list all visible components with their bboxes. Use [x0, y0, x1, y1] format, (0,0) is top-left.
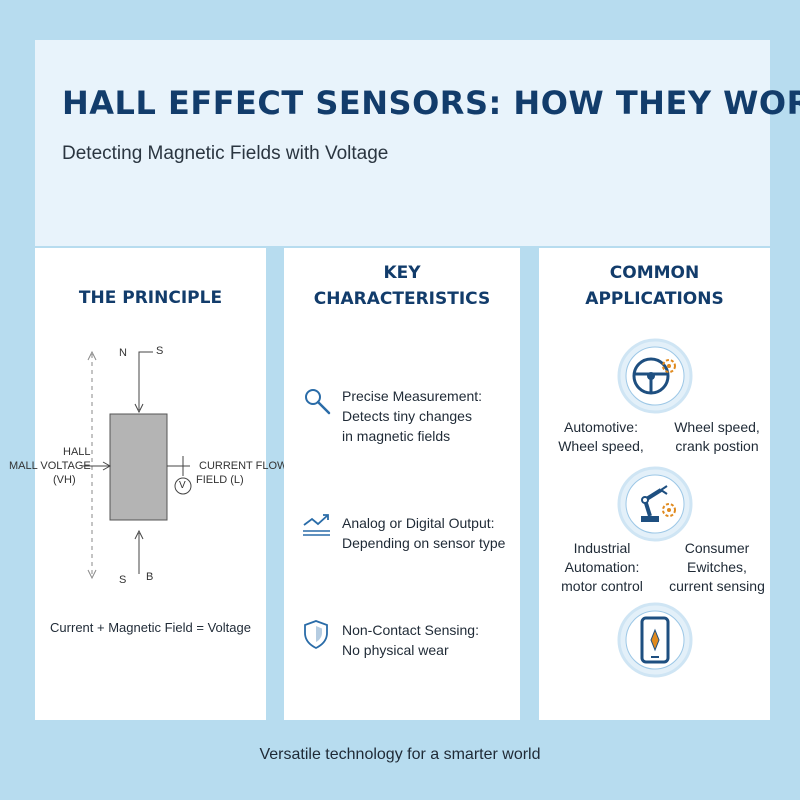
current-flow-label: CURRENT FLOW: [199, 460, 288, 472]
footer-tagline: Versatile technology for a smarter world: [259, 746, 541, 763]
consumer-text: Consumer Ewitches, current sensing: [665, 539, 769, 596]
pole-s-bottom-label: S: [119, 574, 127, 586]
field-b-label: B: [146, 571, 154, 583]
steering-wheel-icon: [617, 338, 693, 414]
feature-precise-line3: in magnetic fields: [342, 428, 451, 444]
vh-label: (VH): [53, 474, 76, 486]
feature-noncontact-line1: Non-Contact Sensing:: [342, 622, 479, 638]
wheel-speed-text: Wheel speed, crank postion: [665, 418, 769, 456]
applications-title-line1: COMMON: [609, 263, 700, 283]
top-field-arrow: [138, 351, 153, 410]
characteristics-title-line1: KEY: [383, 263, 421, 283]
industrial-line3: motor control: [561, 578, 643, 594]
consumer-line3: current sensing: [669, 578, 765, 594]
applications-panel: COMMON APPLICATIONS Automotive: Wheel sp…: [539, 248, 770, 720]
field-arrow-up: [87, 350, 97, 361]
wheel-speed-line1: Wheel speed,: [674, 419, 760, 435]
hall-voltage-arrowhead: [102, 461, 112, 471]
principle-title: THE PRINCIPLE: [78, 288, 223, 308]
characteristics-title-line2: CHARACTERISTICS: [313, 289, 491, 309]
pole-n-label: N: [119, 347, 127, 359]
magnifier-icon: [305, 389, 331, 415]
voltmeter-icon: [174, 477, 192, 495]
pole-s-top-label: S: [156, 345, 164, 357]
hall-label: HALL: [63, 446, 91, 458]
hall-plate: [109, 413, 168, 521]
bottom-field-arrowhead: [134, 529, 144, 540]
wheel-speed-line2: crank postion: [675, 438, 759, 454]
voltmeter-label: V: [179, 480, 186, 491]
consumer-line2: Ewitches,: [687, 559, 747, 575]
smartphone-compass-icon: [617, 602, 693, 678]
robot-arm-icon: [617, 466, 693, 542]
feature-noncontact-line2: No physical wear: [342, 642, 449, 658]
shield-icon: [304, 620, 328, 650]
consumer-line1: Consumer: [684, 540, 750, 556]
principle-panel: THE PRINCIPLE N S HALL MALL VOLTAGE (VH)…: [9, 248, 287, 720]
feature-output-line2: Depending on sensor type: [342, 535, 506, 551]
characteristics-panel: KEY CHARACTERISTICS Precise Measurement:…: [284, 248, 520, 720]
hall-effect-diagram: [83, 350, 192, 580]
header-banner: HALL EFFECT SENSORS: HOW THEY WORK Detec…: [35, 40, 800, 246]
automotive-text: Automotive: Wheel speed,: [553, 418, 649, 456]
field-arrow-down: [87, 569, 97, 580]
page-subtitle: Detecting Magnetic Fields with Voltage: [62, 143, 389, 164]
applications-title-line2: APPLICATIONS: [585, 289, 724, 309]
hall-voltage-label: MALL VOLTAGE: [9, 460, 91, 472]
top-field-arrowhead: [134, 403, 144, 414]
signal-output-icon: [303, 514, 330, 536]
principle-formula: Current + Magnetic Field = Voltage: [50, 620, 251, 635]
feature-precise-line1: Precise Measurement:: [342, 388, 483, 404]
feature-output-line1: Analog or Digital Output:: [342, 515, 495, 531]
industrial-line1: Industrial: [573, 540, 631, 556]
feature-precise-line2: Detects tiny changes: [342, 408, 472, 424]
automotive-line1: Automotive:: [564, 419, 638, 435]
field-label: FIELD (L): [196, 474, 244, 486]
automotive-line2: Wheel speed,: [558, 438, 644, 454]
industrial-line2: Automation:: [564, 559, 640, 575]
page-title: HALL EFFECT SENSORS: HOW THEY WORK: [62, 84, 800, 122]
industrial-text: Industrial Automation: motor control: [553, 539, 651, 596]
